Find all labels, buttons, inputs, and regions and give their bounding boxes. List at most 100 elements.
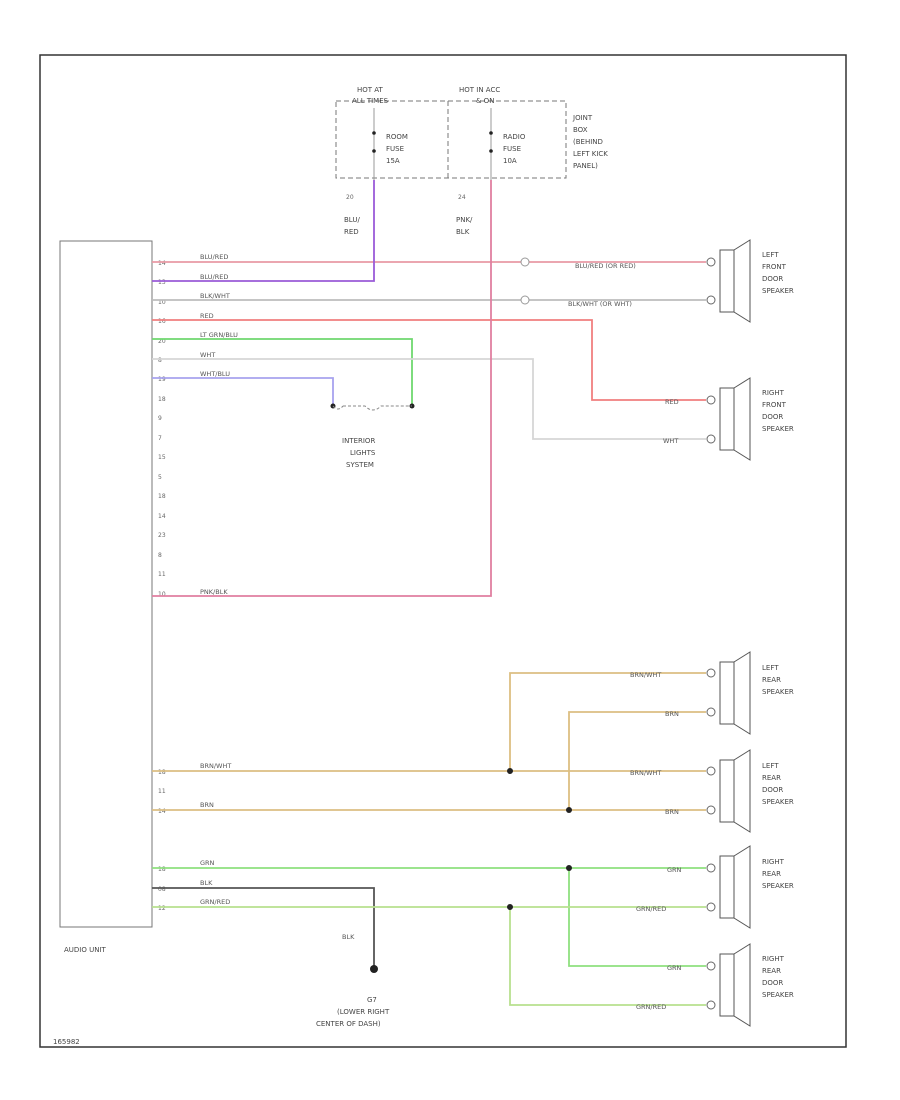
pin-top-1: 13 [158, 279, 166, 286]
ground-location-2: CENTER OF DASH) [316, 1020, 381, 1028]
lrd-plus-label: BRN/WHT [630, 769, 661, 777]
lf-name-4: SPEAKER [762, 287, 794, 295]
joint-box-outline [335, 100, 567, 179]
wire-label-bottom-0: BRN/WHT [200, 762, 231, 770]
pin-top-9: 7 [158, 435, 162, 442]
fuse-pin-left: 20 [346, 194, 354, 201]
pin-top-16: 11 [158, 571, 166, 578]
rr-plus-label: GRN [667, 866, 682, 874]
radio-fuse-line1: RADIO [503, 133, 526, 141]
splice-brn-wht [507, 768, 513, 774]
wire-wht-right-front [152, 358, 706, 440]
pin-top-2: 10 [158, 299, 166, 306]
rf-plus-label: RED [665, 398, 679, 406]
wire-brn-wht-rear [152, 672, 706, 772]
pin-bottom-0: 18 [158, 769, 166, 776]
room-fuse-line1: ROOM [386, 133, 408, 141]
pin-top-10: 15 [158, 454, 166, 461]
lrd-name-2: REAR [762, 774, 781, 782]
fuse-wire-left-2: RED [344, 228, 359, 236]
joint-box-location-3: (BEHIND [573, 138, 603, 146]
radio-fuse-terminal-bottom [489, 149, 493, 153]
lr-minus-label: BRN [665, 710, 679, 718]
lrd-name-1: LEFT [762, 762, 779, 770]
wire-lt-grn-blu-lights [152, 338, 413, 404]
splice-grn [566, 865, 572, 871]
wire-label-top-2: BLK/WHT [200, 292, 230, 300]
wire-label-top-4: LT GRN/BLU [200, 331, 238, 339]
lr-name-2: REAR [762, 676, 781, 684]
radio-fuse-line3: 10A [503, 157, 517, 165]
joint-box-location-4: LEFT KICK [573, 150, 608, 158]
fuse-wire-left-1: BLU/ [344, 216, 360, 224]
ground-point [370, 965, 378, 973]
rf-name-3: DOOR [762, 413, 783, 421]
fuse-wire-right-2: BLK [456, 228, 470, 236]
lf-name-3: DOOR [762, 275, 783, 283]
speaker-right-front: RIGHT FRONT DOOR SPEAKER [706, 377, 794, 461]
rf-name-4: SPEAKER [762, 425, 794, 433]
room-fuse-terminal-top [372, 131, 376, 135]
splice-grn-red [507, 904, 513, 910]
pin-top-13: 14 [158, 513, 166, 520]
pin-top-7: 18 [158, 396, 166, 403]
rrd-minus-label: GRN/RED [636, 1003, 666, 1011]
radio-fuse-line2: FUSE [503, 145, 521, 153]
rf-minus-label: WHT [663, 437, 678, 445]
room-fuse-line3: 15A [386, 157, 400, 165]
rr-name-1: RIGHT [762, 858, 785, 866]
lf-name-1: LEFT [762, 251, 779, 259]
interior-lights-line2: LIGHTS [350, 449, 376, 457]
pin-top-6: 19 [158, 376, 166, 383]
figure-id: 165982 [53, 1038, 80, 1046]
pin-bottom-3: 18 [158, 866, 166, 873]
lrd-name-4: SPEAKER [762, 798, 794, 806]
pin-bottom-5: 12 [158, 905, 166, 912]
wire-grn-rear [152, 867, 706, 967]
ground-id: G7 [367, 996, 377, 1004]
ground-wire-label: BLK [342, 933, 355, 941]
connector-left-front-plus [520, 257, 530, 267]
rr-minus-label: GRN/RED [636, 905, 666, 913]
lrd-name-3: DOOR [762, 786, 783, 794]
speaker-left-rear-door: LEFT REAR DOOR SPEAKER [706, 749, 794, 833]
speaker-left-rear: LEFT REAR SPEAKER [706, 651, 794, 735]
lf-plus-label: BLU/RED (OR RED) [575, 262, 636, 270]
hot-at-all-times-line1: HOT AT [357, 86, 384, 94]
wire-label-bottom-5: GRN/RED [200, 898, 230, 906]
rrd-plus-label: GRN [667, 964, 682, 972]
audio-unit-pins-bottom: 18 11 14 18 08 12 BRN/WHT BRN GRN BLK GR… [158, 762, 231, 912]
room-fuse-terminal-bottom [372, 149, 376, 153]
interior-lights-system: INTERIOR LIGHTS SYSTEM [330, 403, 415, 469]
lr-name-3: SPEAKER [762, 688, 794, 696]
pin-top-3: 16 [158, 318, 166, 325]
wires [152, 180, 706, 1006]
lf-name-2: FRONT [762, 263, 787, 271]
rrd-name-2: REAR [762, 967, 781, 975]
joint-box-location-5: PANEL) [573, 162, 598, 170]
connector-left-front-minus [520, 295, 530, 305]
rf-name-2: FRONT [762, 401, 787, 409]
diagram-frame [39, 54, 847, 1048]
rf-name-1: RIGHT [762, 389, 785, 397]
rrd-name-1: RIGHT [762, 955, 785, 963]
wire-blk-ground [152, 887, 375, 968]
speaker-right-rear-door: RIGHT REAR DOOR SPEAKER [706, 943, 794, 1027]
pin-top-11: 5 [158, 474, 162, 481]
pin-bottom-2: 14 [158, 808, 166, 815]
wire-label-top-0: BLU/RED [200, 253, 228, 261]
rr-name-3: SPEAKER [762, 882, 794, 890]
pin-bottom-4: 08 [158, 886, 166, 893]
speaker-left-front: LEFT FRONT DOOR SPEAKER [706, 239, 794, 323]
lf-minus-label: BLK/WHT (OR WHT) [568, 300, 632, 308]
joint-box-location-2: BOX [573, 126, 588, 134]
pin-top-4: 20 [158, 338, 166, 345]
joint-box: HOT AT ALL TIMES HOT IN ACC & ON ROOM FU… [335, 86, 608, 236]
interior-lights-line3: SYSTEM [346, 461, 374, 469]
audio-unit-box [59, 240, 153, 928]
speaker-right-rear: RIGHT REAR SPEAKER [706, 845, 794, 929]
room-fuse-line2: FUSE [386, 145, 404, 153]
wire-pnk-blk-fuse [152, 180, 492, 597]
pin-top-15: 8 [158, 552, 162, 559]
